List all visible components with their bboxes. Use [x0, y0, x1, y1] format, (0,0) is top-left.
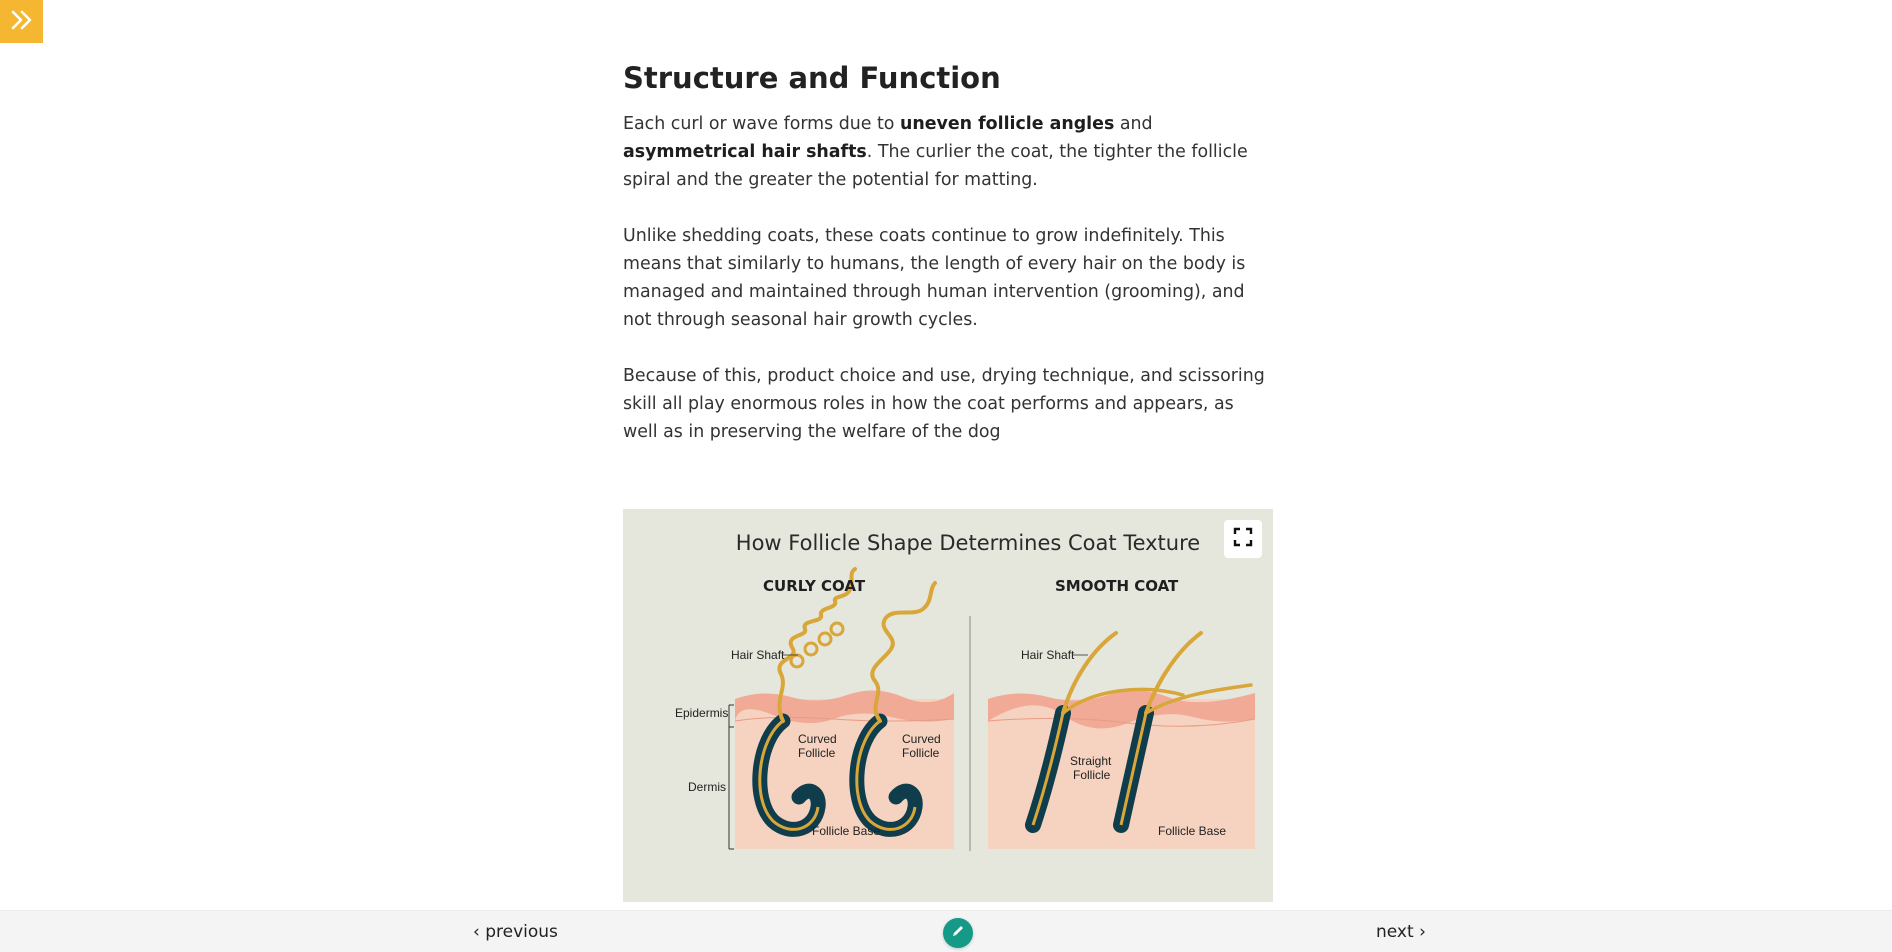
- label-curved-follicle-1a: Curved: [798, 732, 837, 746]
- paragraph-text: and: [1114, 114, 1153, 134]
- label-straight-follicle-a: Straight: [1070, 754, 1112, 768]
- expand-image-button[interactable]: [1224, 520, 1262, 558]
- bold-text: uneven follicle angles: [899, 114, 1115, 134]
- label-curved-follicle-2b: Follicle: [902, 746, 940, 760]
- label-curved-follicle-1b: Follicle: [798, 746, 836, 760]
- pencil-icon: [950, 923, 966, 943]
- previous-link[interactable]: ‹ previous: [473, 922, 558, 942]
- bottom-navigation-bar: ‹ previous next ›: [0, 910, 1892, 952]
- fullscreen-icon: [1233, 527, 1253, 551]
- section-heading: Structure and Function: [623, 61, 1001, 95]
- article-content: Structure and Function Each curl or wave…: [623, 56, 1273, 474]
- bold-text: asymmetrical hair shafts: [623, 142, 867, 162]
- double-chevron-right-icon: [10, 9, 34, 35]
- next-link[interactable]: next ›: [1376, 922, 1426, 942]
- paragraph-grooming: Because of this, product choice and use,…: [623, 366, 1265, 442]
- edit-button[interactable]: [943, 918, 973, 948]
- follicle-diagram: Hair Shaft Epidermis Dermis Curved Folli…: [623, 509, 1273, 902]
- label-dermis: Dermis: [688, 780, 726, 794]
- label-hair-shaft-left: Hair Shaft: [731, 648, 785, 662]
- label-follicle-base-right: Follicle Base: [1158, 824, 1226, 838]
- label-hair-shaft-right: Hair Shaft: [1021, 648, 1075, 662]
- paragraph-growth: Unlike shedding coats, these coats conti…: [623, 226, 1246, 330]
- follicle-illustration: Hair Shaft Epidermis Dermis Curved Folli…: [675, 567, 1256, 851]
- paragraph-structure: Each curl or wave forms due to uneven fo…: [623, 110, 1273, 194]
- label-curved-follicle-2a: Curved: [902, 732, 941, 746]
- smooth-coat-heading: SMOOTH COAT: [1055, 577, 1179, 595]
- figure-title: How Follicle Shape Determines Coat Textu…: [735, 531, 1201, 555]
- label-follicle-base-left: Follicle Base: [812, 824, 880, 838]
- label-epidermis: Epidermis: [675, 706, 728, 720]
- sidebar-toggle-button[interactable]: [0, 0, 43, 43]
- paragraph-text: . The curlier the coat, the tighter the …: [623, 142, 1248, 190]
- paragraph-text: Each curl or wave forms due to: [623, 114, 900, 134]
- curly-coat-heading: CURLY COAT: [763, 577, 866, 595]
- label-straight-follicle-b: Follicle: [1073, 768, 1111, 782]
